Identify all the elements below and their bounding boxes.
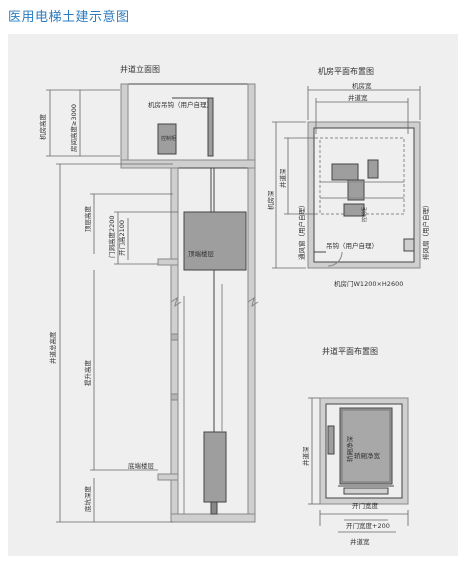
pit-floor: [170, 513, 256, 523]
machine-room-dimensions: [272, 86, 421, 269]
machine-room-plan: [307, 121, 421, 269]
plan-shaft-width-label: 井道宽: [350, 537, 370, 546]
room-width-label: 机房宽: [352, 81, 372, 90]
elevation-drawing: [120, 83, 259, 523]
travel-height-label: 提升高度: [83, 360, 92, 387]
shaft-plan: [319, 397, 409, 505]
bottom-floor-slab: [157, 473, 179, 481]
controller-label: 控制柜: [161, 135, 176, 142]
drawing-panel: 井道立面图 机房吊钩（用户自理） 控制柜 顶端楼层 底端楼层 机房高度 房间高度…: [8, 34, 458, 556]
counterweight-plan: [327, 425, 335, 455]
shaft-width-label: 井道宽: [348, 93, 368, 102]
pit-depth-label: 底坑深度: [83, 486, 92, 513]
machine-room-height-label: 机房高度: [38, 114, 47, 141]
shaft-plan-heading: 井道平面布置图: [322, 346, 378, 356]
room-door-label: 机房门W1200×H2600: [334, 279, 403, 288]
elevator-car: [183, 211, 247, 271]
right-wall: [247, 83, 256, 161]
machine-room-heading: 机房平面布置图: [318, 66, 374, 76]
shaft-left-wall: [170, 167, 179, 515]
counterweight: [203, 431, 227, 503]
plan-shaft-depth-label: 井道深: [301, 446, 310, 466]
door-opening-height-label: 开门高2100: [117, 220, 126, 256]
drawing-canvas: 井道立面图 机房吊钩（用户自理） 控制柜 顶端楼层 底端楼层 机房高度 房间高度…: [38, 64, 430, 546]
left-wall: [120, 83, 129, 161]
elevation-heading: 井道立面图: [120, 64, 160, 74]
door-opening-label: 开门宽度+200: [346, 521, 390, 530]
bottom-floor-label: 底端楼层: [128, 461, 155, 470]
shaft-plan-dimensions: [308, 397, 409, 533]
shaft-right-wall: [247, 167, 256, 515]
controller-plan: [343, 203, 365, 217]
machine-room-outline: [127, 83, 249, 161]
car-depth-label: 轿厢净深: [345, 436, 354, 463]
room-height-label: 房间高度≥3000: [69, 104, 78, 152]
exhaust-fan-label: 排风扇（用户自理）: [421, 202, 430, 261]
shaft-total-height-label: 井道总高度: [48, 331, 57, 364]
car-width-label: 轿厢净宽: [354, 451, 381, 460]
top-floor-slab: [157, 258, 179, 266]
lifting-hook-label: 机房吊钩（用户自理）: [148, 100, 213, 109]
room-door-swing: [327, 251, 343, 267]
room-depth-label: 机房深: [266, 190, 275, 210]
page-title: 医用电梯土建示意图: [8, 10, 130, 25]
traction-machine: [207, 97, 214, 157]
door-height-label: 门洞高度2200: [107, 215, 116, 258]
traction-machine-plan: [331, 163, 359, 181]
controller-cabinet: [157, 123, 177, 155]
labels: 井道立面图 机房吊钩（用户自理） 控制柜 顶端楼层 底端楼层 机房高度 房间高度…: [38, 64, 430, 546]
shaft-depth-label: 井道深: [278, 168, 287, 188]
top-floor-label: 顶端楼层: [188, 249, 215, 258]
top-height-label: 顶层高度: [83, 206, 92, 233]
vent-window-label: 通风窗（用户自理）: [297, 202, 306, 261]
door-plan: [343, 487, 389, 495]
elevation-dimensions: [46, 89, 178, 523]
door-width-label: 开门宽度: [352, 501, 379, 510]
room-controller-label: 控制柜: [361, 207, 368, 222]
hoist-hole-label: 吊钩（用户自理）: [326, 241, 378, 250]
